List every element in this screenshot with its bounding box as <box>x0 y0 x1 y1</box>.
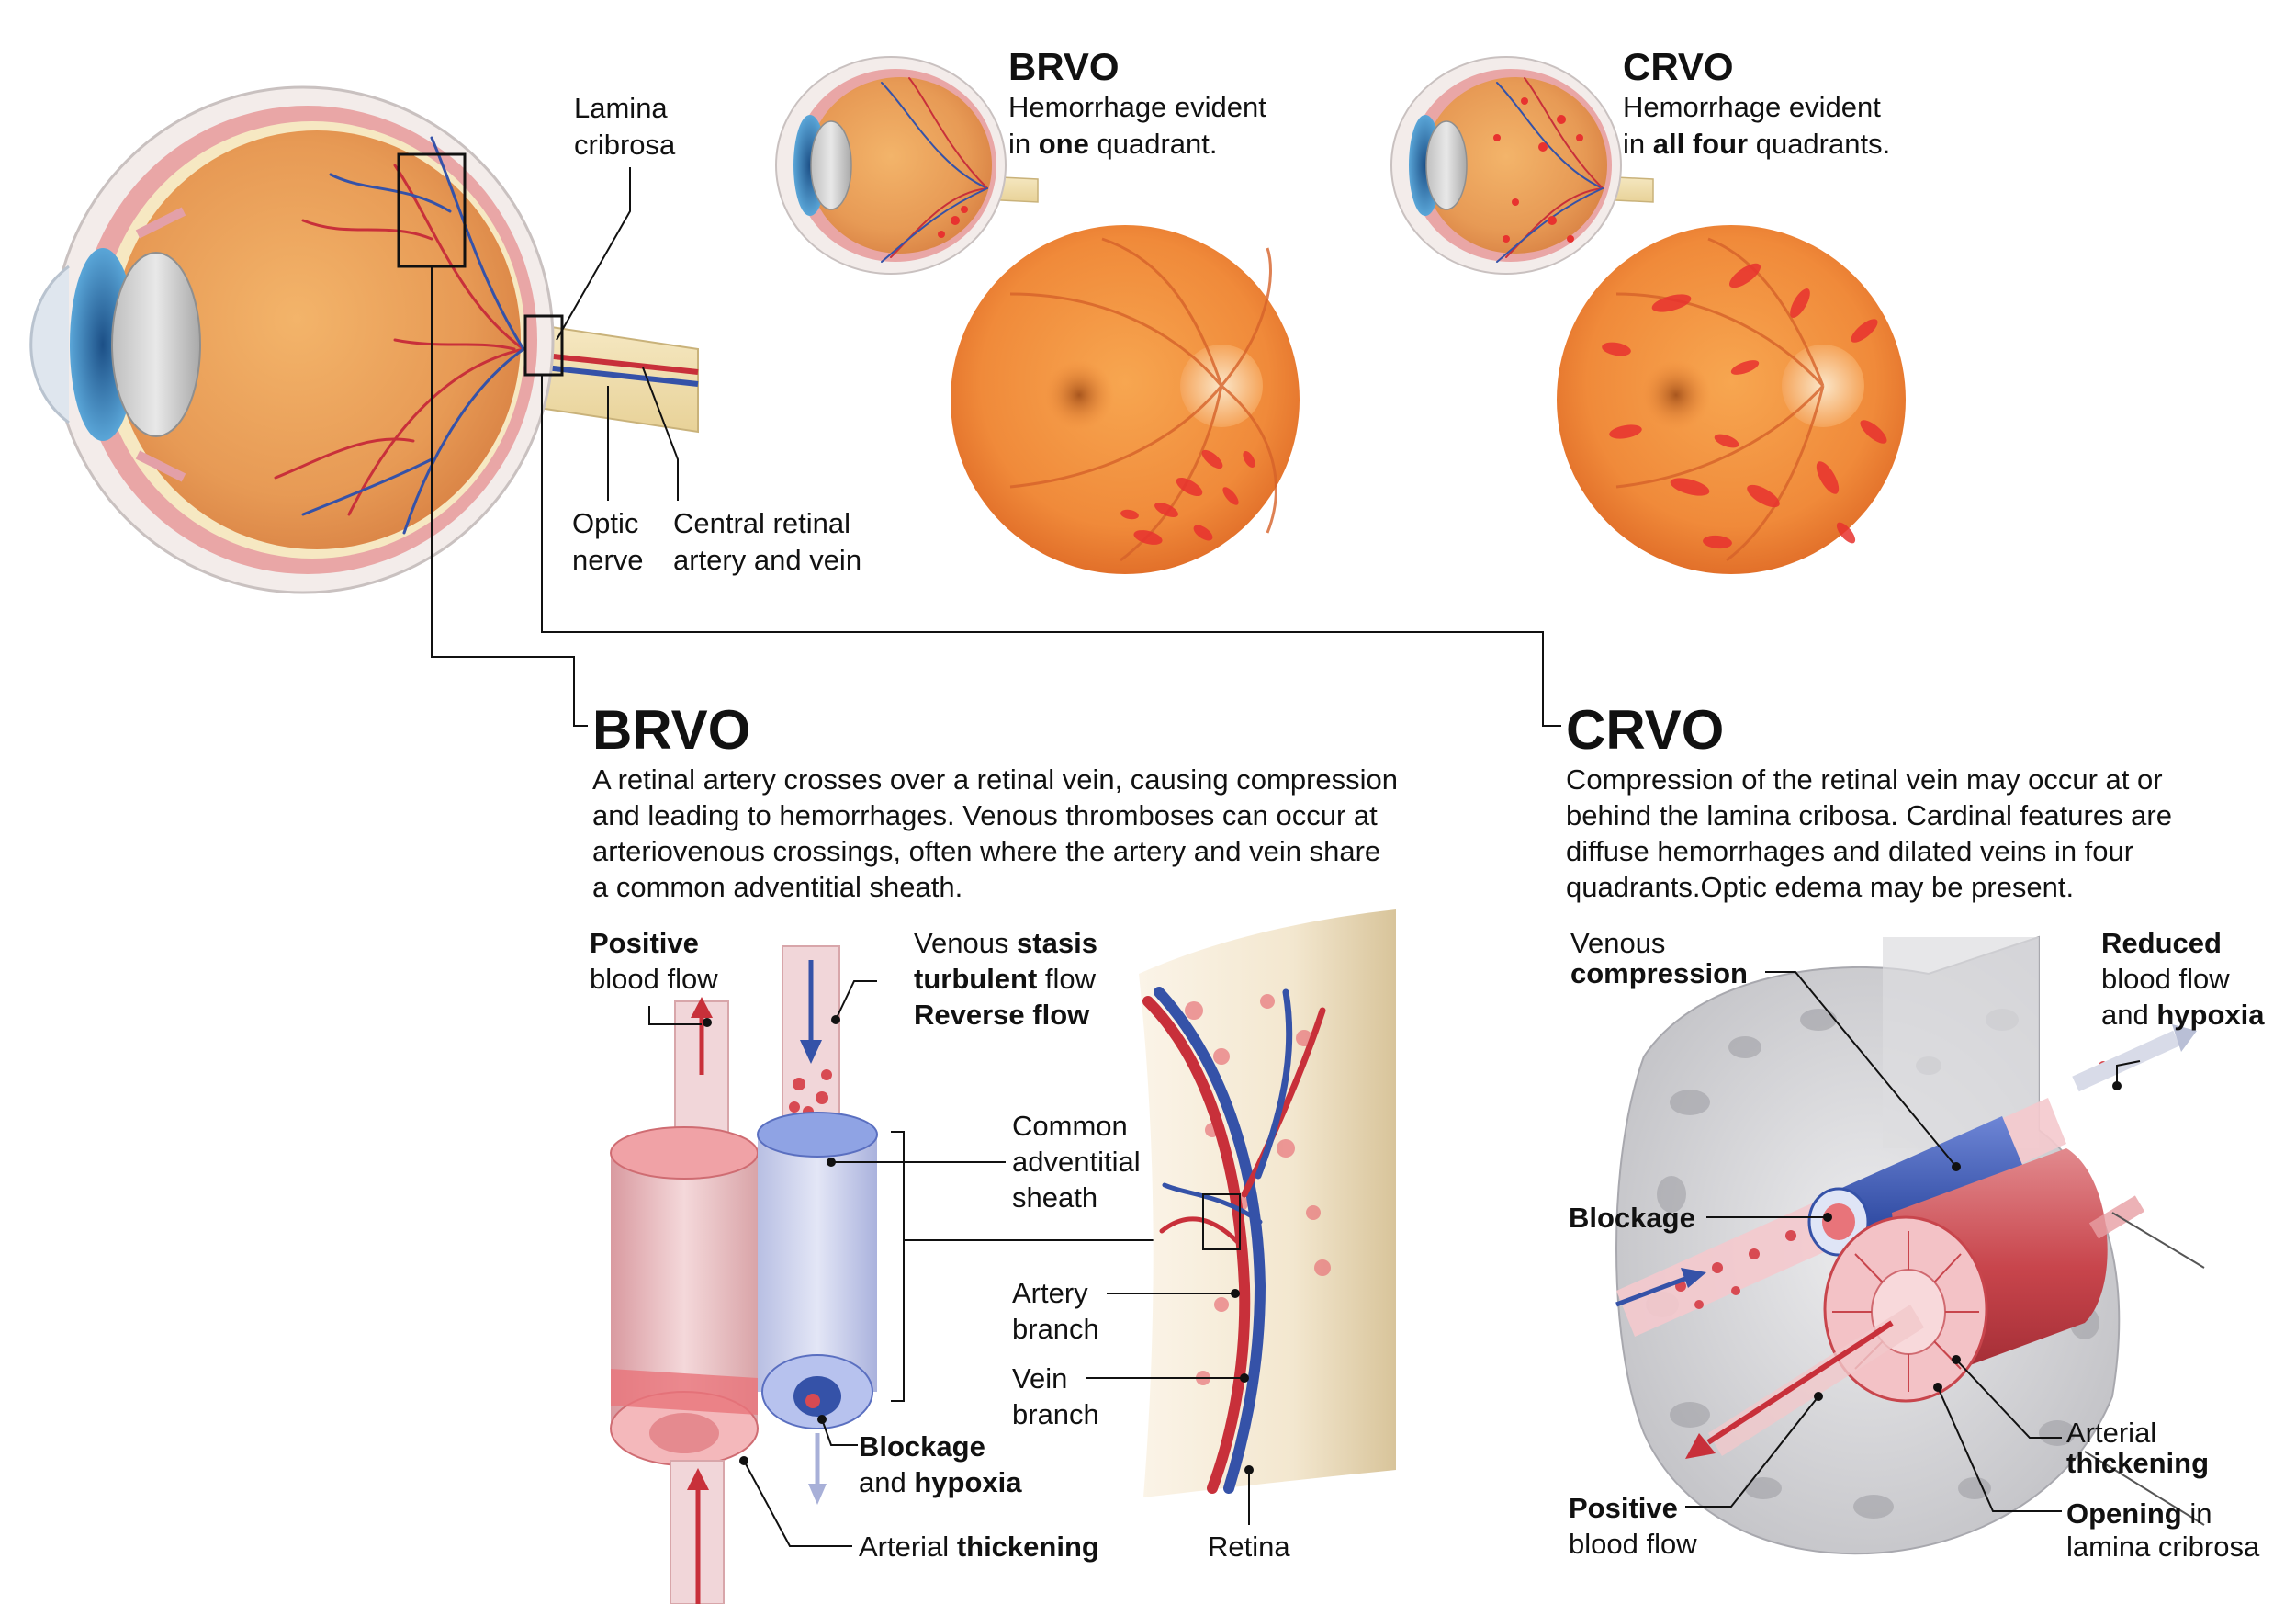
central-vein-line <box>527 363 699 387</box>
optic-label-line2: nerve <box>572 544 644 576</box>
crvo-arterial-line1: Arterial <box>2066 1417 2157 1449</box>
brvo-reverse-label: Reverse flow <box>914 999 1090 1031</box>
top-brvo-line2: in one quadrant. <box>1008 128 1218 160</box>
top-crvo-fundus <box>1557 225 1906 574</box>
lens-shape <box>111 252 201 437</box>
lamina-label-line1: Lamina <box>574 92 668 124</box>
crvo-desc-line3: diffuse hemorrhages and dilated veins in… <box>1566 835 2134 867</box>
ciliary-shape <box>135 207 186 482</box>
optic-label-line1: Optic <box>572 507 639 539</box>
brvo-artery-line2: branch <box>1012 1313 1099 1345</box>
brvo-desc-line4: a common adventitial sheath. <box>592 871 963 903</box>
cornea-shape <box>29 265 70 424</box>
crvo-venous-line2: compression <box>1570 957 1748 989</box>
crvo-desc-line2: behind the lamina cribosa. Cardinal feat… <box>1566 799 2172 831</box>
brvo-vein-line2: branch <box>1012 1398 1099 1430</box>
crvo-desc-line4: quadrants.Optic edema may be present. <box>1566 871 2075 903</box>
top-crvo-eye <box>1390 56 1654 275</box>
top-brvo-title: BRVO <box>1008 45 1120 88</box>
brvo-arterial-thickening-label: Arterial thickening <box>859 1531 1099 1563</box>
brvo-positive-label-2: blood flow <box>590 963 718 995</box>
crvo-arterial-line2: thickening <box>2066 1447 2210 1479</box>
brvo-sheath-line2: adventitial <box>1012 1146 1141 1178</box>
brvo-blockage-label: Blockage <box>859 1430 985 1463</box>
crvo-positive-line1: Positive <box>1569 1492 1678 1524</box>
eye-leader-lines <box>431 167 1561 727</box>
crvo-reduced-line2: blood flow <box>2101 963 2230 995</box>
top-crvo-line2: in all four quadrants. <box>1623 128 1891 160</box>
crvo-positive-line2: blood flow <box>1569 1528 1697 1560</box>
crvo-opening-line1: Opening in <box>2066 1497 2212 1530</box>
top-brvo-fundus <box>951 225 1300 574</box>
lamina-label-line2: cribrosa <box>574 129 676 161</box>
brvo-desc-line1: A retinal artery crosses over a retinal … <box>592 763 1399 796</box>
crvo-callout-box <box>523 314 564 377</box>
brvo-vessel-illustration <box>610 945 1203 1604</box>
brvo-desc-line3: arteriovenous crossings, often where the… <box>592 835 1381 867</box>
brvo-retina-label: Retina <box>1208 1531 1290 1563</box>
crvo-venous-line1: Venous <box>1570 927 1666 959</box>
top-crvo-title: CRVO <box>1623 45 1734 88</box>
central-label-line1: Central retinal <box>673 507 850 539</box>
brvo-desc-line2: and leading to hemorrhages. Venous throm… <box>592 799 1378 831</box>
top-brvo-line1: Hemorrhage evident <box>1008 91 1266 123</box>
brvo-artery-line1: Artery <box>1012 1277 1088 1309</box>
brvo-turbulent-label: turbulent flow <box>914 963 1097 995</box>
brvo-venous-stasis-label: Venous stasis <box>914 927 1097 959</box>
central-artery-line <box>527 351 699 375</box>
brvo-section-title: BRVO <box>592 699 751 761</box>
crvo-reduced-line3: and hypoxia <box>2101 999 2265 1031</box>
crvo-reduced-line1: Reduced <box>2101 927 2222 959</box>
brvo-leader-lines <box>648 980 1254 1547</box>
crvo-opening-line2: lamina cribrosa <box>2066 1531 2260 1563</box>
crvo-desc-line1: Compression of the retinal vein may occu… <box>1566 763 2163 796</box>
brvo-vein-line1: Vein <box>1012 1362 1068 1395</box>
brvo-sheath-line3: sheath <box>1012 1181 1098 1214</box>
top-crvo-line1: Hemorrhage evident <box>1623 91 1881 123</box>
crvo-leader-lines <box>1685 971 2141 1512</box>
top-brvo-eye <box>775 56 1039 275</box>
crvo-blockage-label: Blockage <box>1569 1202 1695 1234</box>
brvo-positive-label: Positive <box>590 927 699 959</box>
brvo-hypoxia-label: and hypoxia <box>859 1466 1022 1498</box>
brvo-retina-slab <box>1139 909 1396 1497</box>
central-label-line2: artery and vein <box>673 544 862 576</box>
crvo-section-title: CRVO <box>1566 699 1725 761</box>
eye-cross-section <box>29 85 699 594</box>
brvo-sheath-line1: Common <box>1012 1110 1128 1142</box>
